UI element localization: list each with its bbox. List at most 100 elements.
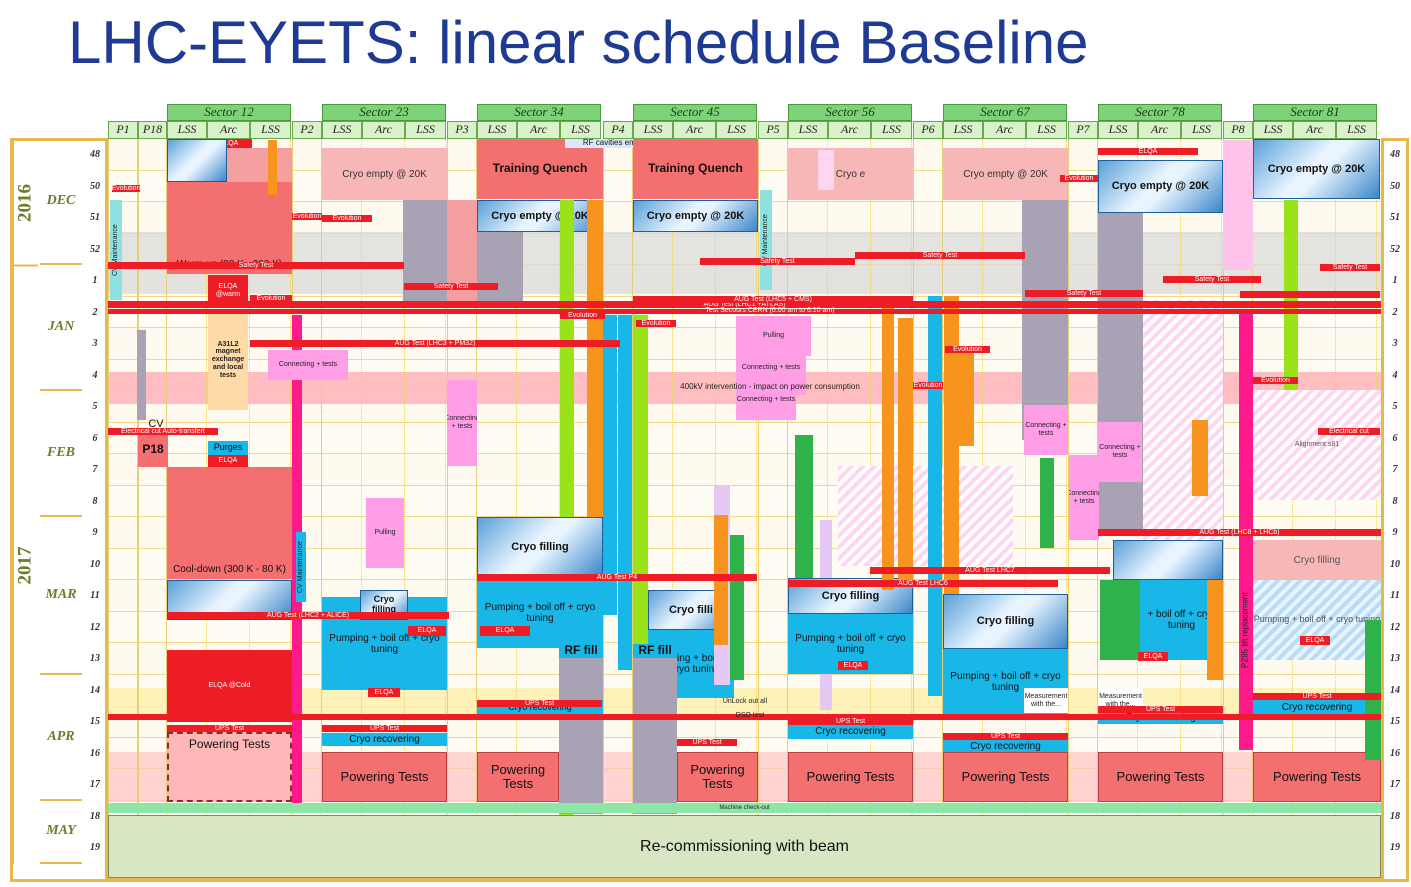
connecting-block: Connecting + tests — [268, 350, 348, 380]
sector-header: Sector 67 — [943, 104, 1067, 121]
subsector-column — [673, 139, 716, 815]
s67-cryo-empty: Cryo empty @ 20K — [943, 148, 1068, 200]
week-number-right: 18 — [1390, 810, 1400, 822]
subsector-column — [633, 139, 673, 815]
week-number-left: 52 — [90, 243, 100, 255]
point-header: P2 — [292, 121, 322, 139]
safety-test-bar-2: Safety Test — [404, 283, 498, 290]
powering-tests-block: Powering Tests — [677, 752, 758, 802]
aug-test-lhc7-bar: AUG Test LHC7 — [870, 567, 1110, 574]
ups-test-s56: UPS Test — [788, 718, 913, 725]
frame-bottom — [108, 878, 1381, 882]
rf-cavities: RF cavities emptying — [565, 139, 675, 148]
cryo-empty-81: Cryo empty @ 20K — [1253, 139, 1380, 199]
week-number-right: 15 — [1390, 716, 1400, 728]
safety-test-bar-1: Safety Test — [108, 262, 404, 269]
week-number-right: 48 — [1390, 149, 1400, 161]
cryo-recovering-81: Cryo recovering — [1253, 700, 1381, 714]
cyan-p4 — [603, 315, 617, 615]
month-label: APR — [40, 675, 82, 801]
subsector-column — [405, 139, 446, 815]
evolution-bar-s12: Evolution — [112, 185, 140, 192]
elqa-top: ELQA — [206, 139, 252, 148]
s81-pumping: Pumping + boil off + cryo tuning — [1253, 580, 1381, 660]
s78-green — [1100, 580, 1140, 660]
elqa-cold-block: ELQA @Cold — [167, 650, 292, 722]
year-label: 2016 — [12, 139, 38, 265]
totem-s56 — [818, 150, 834, 190]
week-number-right: 1 — [1392, 275, 1398, 287]
cryo-empty-45: Cryo empty @ 20K — [633, 200, 758, 232]
point-column — [758, 139, 788, 815]
elqa-s12b: ELQA — [208, 455, 248, 467]
recommissioning-block: Re-commissioning with beam — [108, 815, 1381, 878]
aug-test-lhcb-bar: AUG Test (LHC8 + LHCb) — [1098, 529, 1381, 536]
point-column — [447, 139, 477, 815]
elqa-s23: ELQA — [408, 626, 446, 636]
powering-tests-block: Powering Tests — [477, 752, 559, 802]
warm-up-block: Warm up (80 K - 300 K) — [167, 182, 292, 274]
week-number-right: 17 — [1390, 779, 1400, 791]
cryo-empty-78: Cryo empty @ 20K — [1098, 160, 1223, 213]
gray-s34 — [477, 232, 523, 307]
month-label: JAN — [40, 265, 82, 391]
alignment-hatch-56 — [838, 466, 1013, 566]
point-header: P6 — [913, 121, 943, 139]
ups-test-s78: UPS Test — [1098, 706, 1223, 713]
week-number-right: 19 — [1390, 842, 1400, 854]
safety-test-bar-7: Safety Test — [1320, 264, 1380, 271]
cryo-filling-34: Cryo filling — [477, 517, 603, 577]
subsector-header: LSS — [560, 121, 601, 139]
point-header: P5 — [758, 121, 788, 139]
week-number-left: 15 — [90, 716, 100, 728]
s81-cryo-filling: Cryo filling — [1253, 540, 1381, 580]
week-number-right: 8 — [1392, 495, 1398, 507]
connecting-block: Connecting + tests — [736, 380, 796, 420]
subsector-column — [1026, 139, 1067, 815]
gray-s23 — [403, 200, 447, 308]
cryo-recovering-56: Cryo recovering — [788, 723, 913, 739]
pumping-s34: Pumping + boil off + cryo tuning — [477, 578, 603, 648]
week-number-left: 13 — [90, 653, 100, 665]
green-s45 — [730, 535, 744, 680]
frame-right — [1381, 138, 1409, 882]
connecting-block: Connecting + tests — [1098, 422, 1142, 482]
sector-header: Sector 81 — [1253, 104, 1377, 121]
evolution-bar-p2: Evolution — [292, 213, 322, 220]
subsector-header: LSS — [1253, 121, 1293, 139]
cool-down-block: Cool-down (300 K - 80 K) — [167, 467, 292, 579]
connecting-block: Pulling — [366, 498, 404, 568]
gray-s67 — [1022, 200, 1068, 440]
ups-test-s34: UPS Test — [477, 700, 602, 707]
aug-test-p4-bar: AUG Test P4 — [477, 574, 757, 581]
week-number-left: 48 — [90, 149, 100, 161]
green-s67 — [1040, 458, 1054, 548]
page-title: LHC-EYETS: linear schedule Baseline — [68, 9, 1089, 76]
subsector-column — [716, 139, 757, 815]
powering-tests-block: Powering Tests — [788, 752, 913, 802]
ups-test-s81: UPS Test — [1253, 693, 1381, 700]
pink-p3 — [447, 200, 477, 308]
training-quench-45: Training Quench — [633, 139, 758, 199]
subsector-header: LSS — [477, 121, 517, 139]
elqa-bar-78: ELQA — [1098, 148, 1198, 155]
electrical-cut-bar: Electrical cut Auto-transfert — [108, 428, 218, 435]
evolution-bar-s23: Evolution — [322, 215, 372, 222]
sector-header: Sector 45 — [633, 104, 757, 121]
subsector-header: LSS — [788, 121, 828, 139]
alignment-s81: Alignment s81 — [1253, 390, 1381, 500]
orange-s56b — [898, 318, 913, 588]
safety-test-bar-6: Safety Test — [1163, 276, 1261, 283]
aug-extra-bar — [1240, 291, 1380, 298]
aug-test-alice-bar: AUG Test (LHC2 + ALICE) — [167, 612, 449, 619]
evolution-bar-s67: Evolution — [945, 346, 990, 353]
subsector-header: LSS — [716, 121, 757, 139]
point-column — [108, 139, 138, 815]
sector-header: Sector 12 — [167, 104, 291, 121]
powering-tests-block: Powering Tests — [1253, 752, 1381, 802]
green-s56 — [795, 435, 813, 585]
week-number-right: 13 — [1390, 653, 1400, 665]
week-number-right: 2 — [1392, 306, 1398, 318]
orange-s78b — [1207, 580, 1223, 680]
